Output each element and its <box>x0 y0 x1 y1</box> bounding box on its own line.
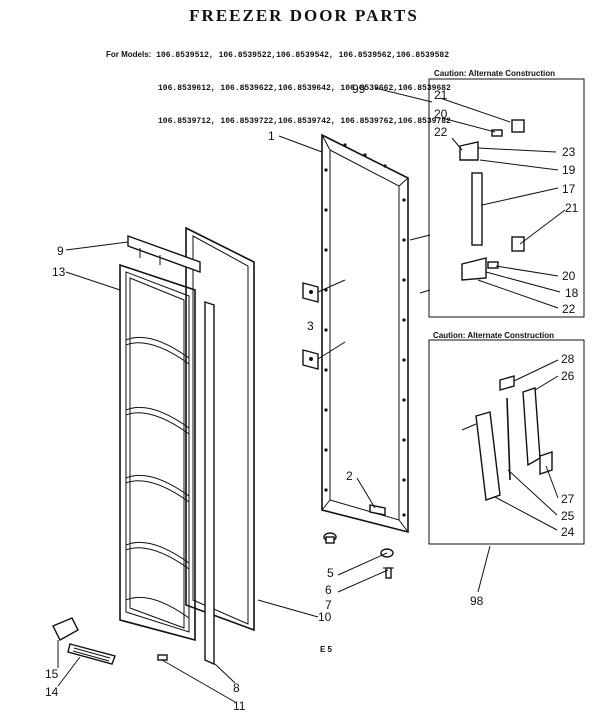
models-lead: For Models: <box>106 50 152 59</box>
caption-top-box: Caution: Alternate Construction <box>434 69 555 78</box>
callout-17: 17 <box>562 182 576 196</box>
model-line-3: 106.8539712, 106.8539722,106.8539742, 10… <box>106 116 586 127</box>
hinge-block-lower <box>302 349 319 370</box>
callout-10: 10 <box>318 610 332 624</box>
caption-bottom-box: Caution: Alternate Construction <box>433 331 554 340</box>
callout-14: 14 <box>45 685 59 699</box>
model-line-1: For Models: 106.8539512, 106.8539522,106… <box>106 49 586 61</box>
callout-23: 23 <box>562 145 576 159</box>
footer-code: E 5 <box>320 645 333 654</box>
callout-11: 11 <box>233 699 246 713</box>
model-line-2: 106.8539612, 106.8539622,106.8539642, 10… <box>106 83 586 94</box>
callout-20b: 20 <box>562 269 576 283</box>
leader-lines <box>57 87 566 703</box>
callout-19: 19 <box>562 163 576 177</box>
callout-9: 9 <box>57 244 64 258</box>
callout-26: 26 <box>561 369 575 383</box>
model-line-3-text: 106.8539712, 106.8539722,106.8539742, 10… <box>158 117 451 126</box>
callout-20a: 20 <box>434 107 448 121</box>
side-strip <box>204 301 215 666</box>
callout-5: 5 <box>327 566 334 580</box>
callout-1: 1 <box>268 129 275 143</box>
hinge-block-upper <box>302 282 319 303</box>
screw-part-7 <box>383 567 394 579</box>
alt-top-hinge-parts <box>459 119 525 281</box>
leader-3a <box>317 279 346 293</box>
handle-end-cap <box>52 617 79 641</box>
callout-21a: 21 <box>434 88 448 102</box>
callout-99: 99 <box>352 82 366 96</box>
callout-27: 27 <box>561 492 575 506</box>
model-list: For Models: 106.8539512, 106.8539522,106… <box>106 27 586 149</box>
callout-24: 24 <box>561 525 575 539</box>
callout-25: 25 <box>561 509 575 523</box>
leader-3b <box>317 341 346 360</box>
model-line-1-text: 106.8539512, 106.8539522,106.8539542, 10… <box>156 51 450 60</box>
inner-door-panel <box>321 133 409 534</box>
handle-bar <box>67 643 116 665</box>
alt-bottom-handle-parts <box>475 375 553 501</box>
callout-21b: 21 <box>565 201 579 215</box>
door-gasket <box>185 226 255 632</box>
callout-7: 7 <box>325 598 332 612</box>
callout-numbers: 1 99 9 13 3 2 5 6 7 10 8 11 15 14 21 20 … <box>45 82 579 713</box>
callout-13: 13 <box>52 265 66 279</box>
screw-part-11 <box>157 654 168 661</box>
callout-22b: 22 <box>562 302 576 316</box>
callout-8: 8 <box>233 681 240 695</box>
callout-15: 15 <box>45 667 59 681</box>
alt-construction-box-top <box>428 78 585 318</box>
plug-part-5 <box>323 532 337 544</box>
callout-6: 6 <box>325 583 332 597</box>
door-liner <box>119 263 196 642</box>
top-trim-strip <box>127 235 201 273</box>
bracket-part-2 <box>369 504 386 516</box>
callout-2: 2 <box>346 469 353 483</box>
callout-98: 98 <box>470 594 484 608</box>
page-title: FREEZER DOOR PARTS <box>189 6 419 25</box>
alt-construction-box-bottom <box>428 339 585 545</box>
callout-3: 3 <box>307 319 314 333</box>
model-line-2-text: 106.8539612, 106.8539622,106.8539642, 10… <box>158 84 451 93</box>
callout-28: 28 <box>561 352 575 366</box>
callout-22a: 22 <box>434 125 448 139</box>
callout-18: 18 <box>565 286 579 300</box>
